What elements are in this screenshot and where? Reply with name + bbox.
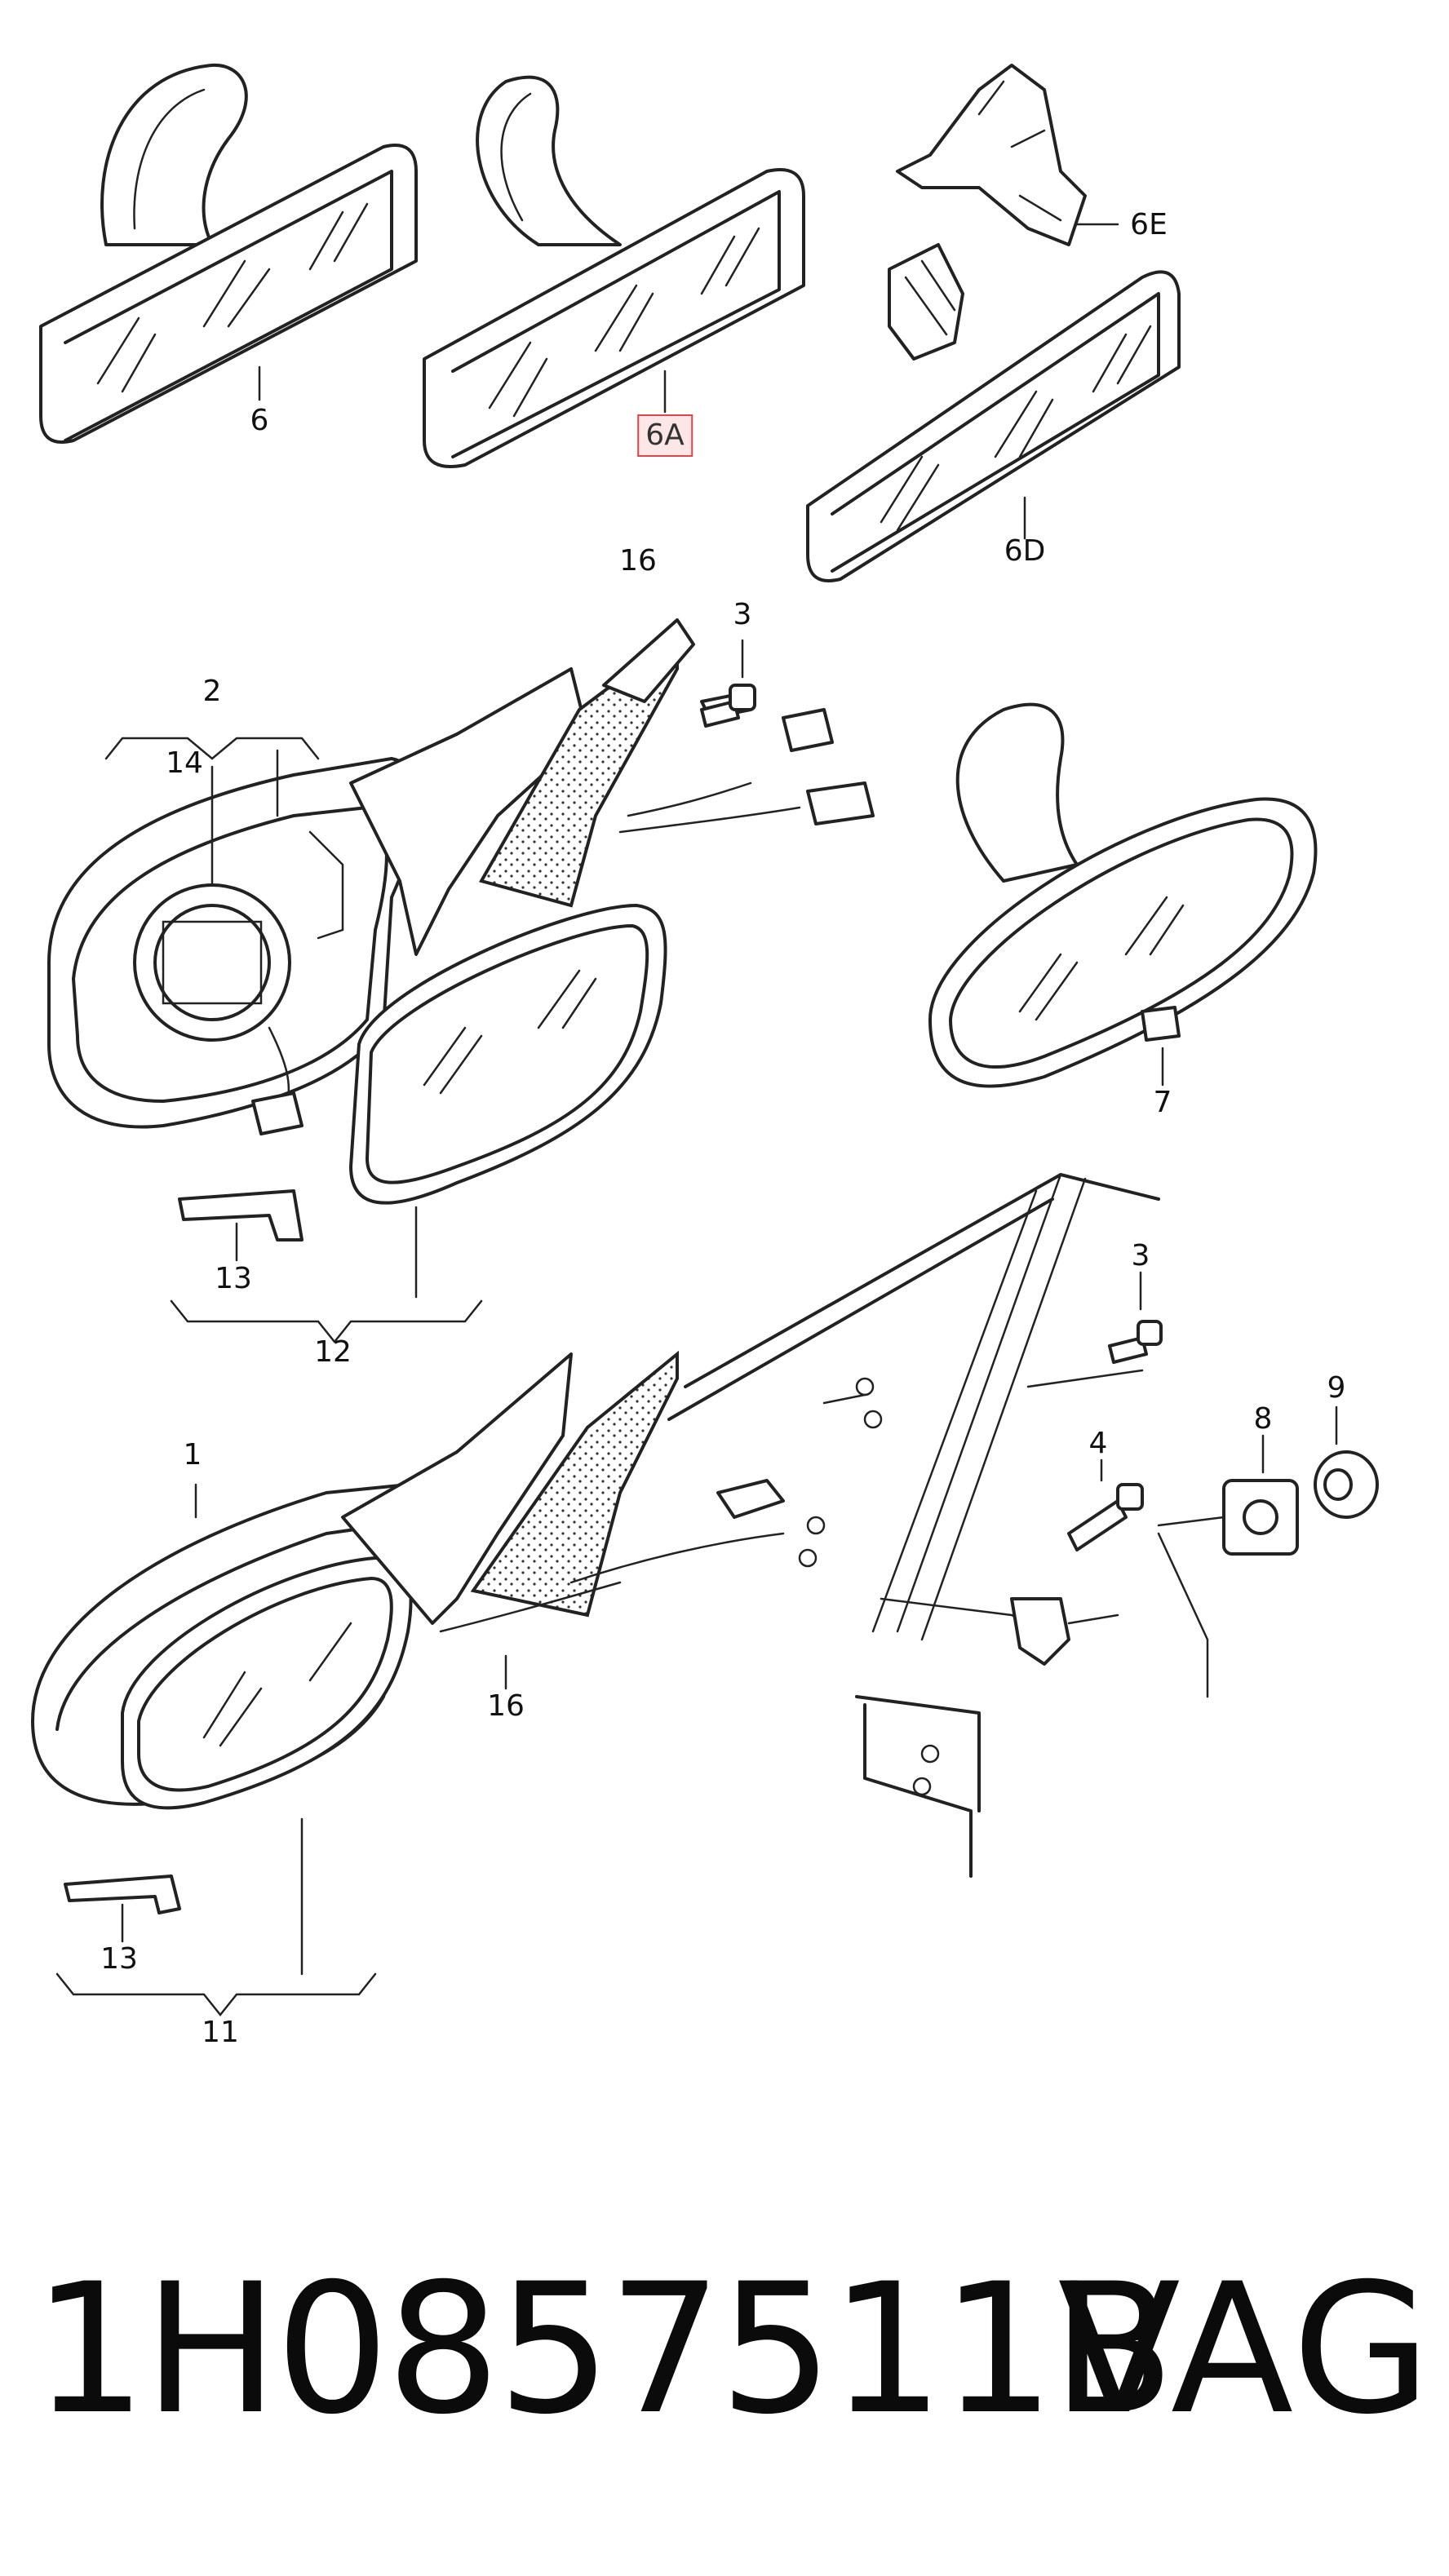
mirror-parts-illustration bbox=[31, 63, 1379, 2017]
callout-6A[interactable]: 6A bbox=[637, 414, 693, 457]
callout-1: 1 bbox=[183, 1438, 202, 1472]
callout-2: 2 bbox=[202, 675, 222, 708]
callout-13-bottom: 13 bbox=[100, 1942, 138, 1976]
screw-3-top bbox=[700, 639, 756, 728]
screw-3-bottom bbox=[1108, 1271, 1163, 1364]
callout-6D: 6D bbox=[1004, 534, 1046, 568]
callout-6: 6 bbox=[250, 404, 269, 437]
callout-7: 7 bbox=[1153, 1086, 1172, 1119]
door-frame bbox=[667, 1173, 1160, 1878]
interior-mirror-6D bbox=[806, 243, 1181, 582]
exterior-mirror-2 bbox=[47, 618, 875, 1135]
callout-13-top: 13 bbox=[215, 1262, 252, 1295]
interior-mirror-6 bbox=[39, 63, 418, 444]
parts-diagram: 6 6A 6E 6D 16 3 2 14 7 13 12 3 9 8 4 1 1… bbox=[31, 63, 1379, 2049]
callout-8: 8 bbox=[1253, 1402, 1273, 1436]
grommet-8 bbox=[1157, 1434, 1299, 1698]
callout-16-bottom: 16 bbox=[487, 1689, 525, 1723]
callout-3-top: 3 bbox=[733, 598, 752, 631]
bolt-4 bbox=[880, 1458, 1144, 1666]
callout-14: 14 bbox=[166, 746, 203, 780]
interior-mirror-6A bbox=[423, 75, 805, 468]
callout-6E: 6E bbox=[1130, 208, 1168, 241]
mirror-mount-6E bbox=[896, 64, 1119, 246]
footer: 1H0857511B VAG bbox=[0, 2227, 1449, 2472]
callout-12: 12 bbox=[314, 1335, 352, 1369]
callout-16-top: 16 bbox=[619, 544, 657, 578]
interior-mirror-7 bbox=[928, 702, 1318, 1088]
mirror-glass-12 bbox=[170, 904, 667, 1344]
callout-3-bottom: 3 bbox=[1131, 1239, 1150, 1273]
brand-name: VAG bbox=[1057, 2245, 1433, 2454]
callout-9: 9 bbox=[1327, 1371, 1346, 1405]
knob-9 bbox=[1314, 1405, 1379, 1519]
callout-11: 11 bbox=[202, 2016, 239, 2049]
exterior-mirror-1 bbox=[31, 1350, 785, 2017]
callout-4: 4 bbox=[1088, 1427, 1108, 1460]
part-number: 1H0857511B bbox=[33, 2245, 1175, 2454]
